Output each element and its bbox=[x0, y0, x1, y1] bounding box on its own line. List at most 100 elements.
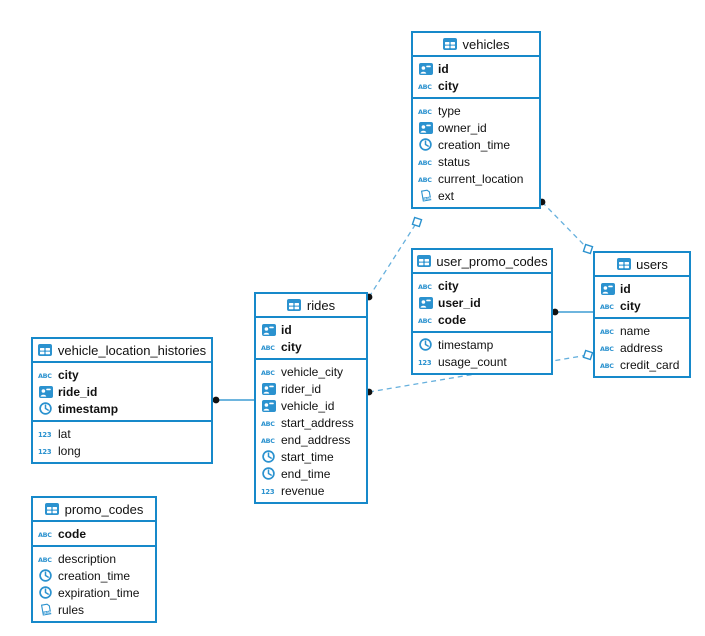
svg-text:ABC: ABC bbox=[418, 176, 432, 184]
abc-text-icon: ABC bbox=[418, 279, 433, 293]
column-name: id bbox=[438, 61, 449, 76]
column-row-owner_id[interactable]: owner_id bbox=[413, 119, 539, 136]
table-header[interactable]: vehicle_location_histories bbox=[33, 339, 211, 363]
table-header[interactable]: rides bbox=[256, 294, 366, 318]
number-123-icon: 123 bbox=[38, 427, 53, 441]
json-document-icon: JSON bbox=[38, 603, 53, 617]
column-name: vehicle_city bbox=[281, 364, 344, 379]
column-row-id[interactable]: id bbox=[413, 60, 539, 77]
svg-text:123: 123 bbox=[38, 448, 52, 456]
column-row-timestamp[interactable]: timestamp bbox=[33, 400, 211, 417]
column-row-ride_id[interactable]: ride_id bbox=[33, 383, 211, 400]
column-name: id bbox=[281, 322, 292, 337]
table-icon bbox=[416, 254, 431, 268]
table-title: vehicle_location_histories bbox=[57, 342, 207, 358]
column-row-start_time[interactable]: start_time bbox=[256, 448, 366, 465]
column-row-id[interactable]: id bbox=[256, 321, 366, 338]
column-name: description bbox=[58, 551, 117, 566]
column-name: ext bbox=[438, 188, 455, 203]
column-row-vehicle_id[interactable]: vehicle_id bbox=[256, 397, 366, 414]
column-row-id[interactable]: id bbox=[595, 280, 689, 297]
table-icon bbox=[616, 257, 631, 271]
relation-line-rides-to-vehicles[interactable] bbox=[368, 221, 418, 298]
number-123-icon: 123 bbox=[418, 355, 433, 369]
svg-text:123: 123 bbox=[418, 359, 432, 367]
table-header[interactable]: vehicles bbox=[413, 33, 539, 57]
column-row-end_time[interactable]: end_time bbox=[256, 465, 366, 482]
column-row-creation_time[interactable]: creation_time bbox=[413, 136, 539, 153]
svg-text:ABC: ABC bbox=[418, 159, 432, 167]
id-card-icon bbox=[38, 385, 53, 399]
svg-text:ABC: ABC bbox=[600, 345, 614, 353]
column-row-user_id[interactable]: user_id bbox=[413, 294, 551, 311]
svg-text:ABC: ABC bbox=[600, 362, 614, 370]
svg-text:ABC: ABC bbox=[38, 372, 52, 380]
column-name: start_time bbox=[281, 449, 334, 464]
column-name: timestamp bbox=[58, 401, 119, 416]
relation-line-vehicles-to-users[interactable] bbox=[541, 201, 589, 250]
column-name: ride_id bbox=[58, 384, 98, 399]
column-name: end_time bbox=[281, 466, 331, 481]
table-header[interactable]: users bbox=[595, 253, 689, 277]
table-header[interactable]: promo_codes bbox=[33, 498, 155, 522]
abc-text-icon: ABC bbox=[418, 104, 433, 118]
column-row-creation_time[interactable]: creation_time bbox=[33, 567, 155, 584]
column-row-expiration_time[interactable]: expiration_time bbox=[33, 584, 155, 601]
abc-text-icon: ABC bbox=[600, 358, 615, 372]
svg-text:123: 123 bbox=[261, 488, 275, 496]
column-name: name bbox=[620, 323, 651, 338]
column-row-address[interactable]: ABC address bbox=[595, 339, 689, 356]
column-row-rider_id[interactable]: rider_id bbox=[256, 380, 366, 397]
svg-text:ABC: ABC bbox=[261, 437, 275, 445]
svg-text:JSON: JSON bbox=[42, 610, 52, 616]
table-header[interactable]: user_promo_codes bbox=[413, 250, 551, 274]
svg-text:ABC: ABC bbox=[418, 283, 432, 291]
column-name: type bbox=[438, 103, 461, 118]
table-icon bbox=[443, 37, 458, 51]
column-row-timestamp[interactable]: timestamp bbox=[413, 336, 551, 353]
abc-text-icon: ABC bbox=[418, 172, 433, 186]
column-row-type[interactable]: ABC type bbox=[413, 102, 539, 119]
relation-endpoint-square bbox=[582, 349, 594, 361]
abc-text-icon: ABC bbox=[418, 155, 433, 169]
column-name: vehicle_id bbox=[281, 398, 335, 413]
svg-text:123: 123 bbox=[38, 431, 52, 439]
column-name: code bbox=[58, 526, 87, 541]
column-name: address bbox=[620, 340, 663, 355]
column-name: expiration_time bbox=[58, 585, 140, 600]
